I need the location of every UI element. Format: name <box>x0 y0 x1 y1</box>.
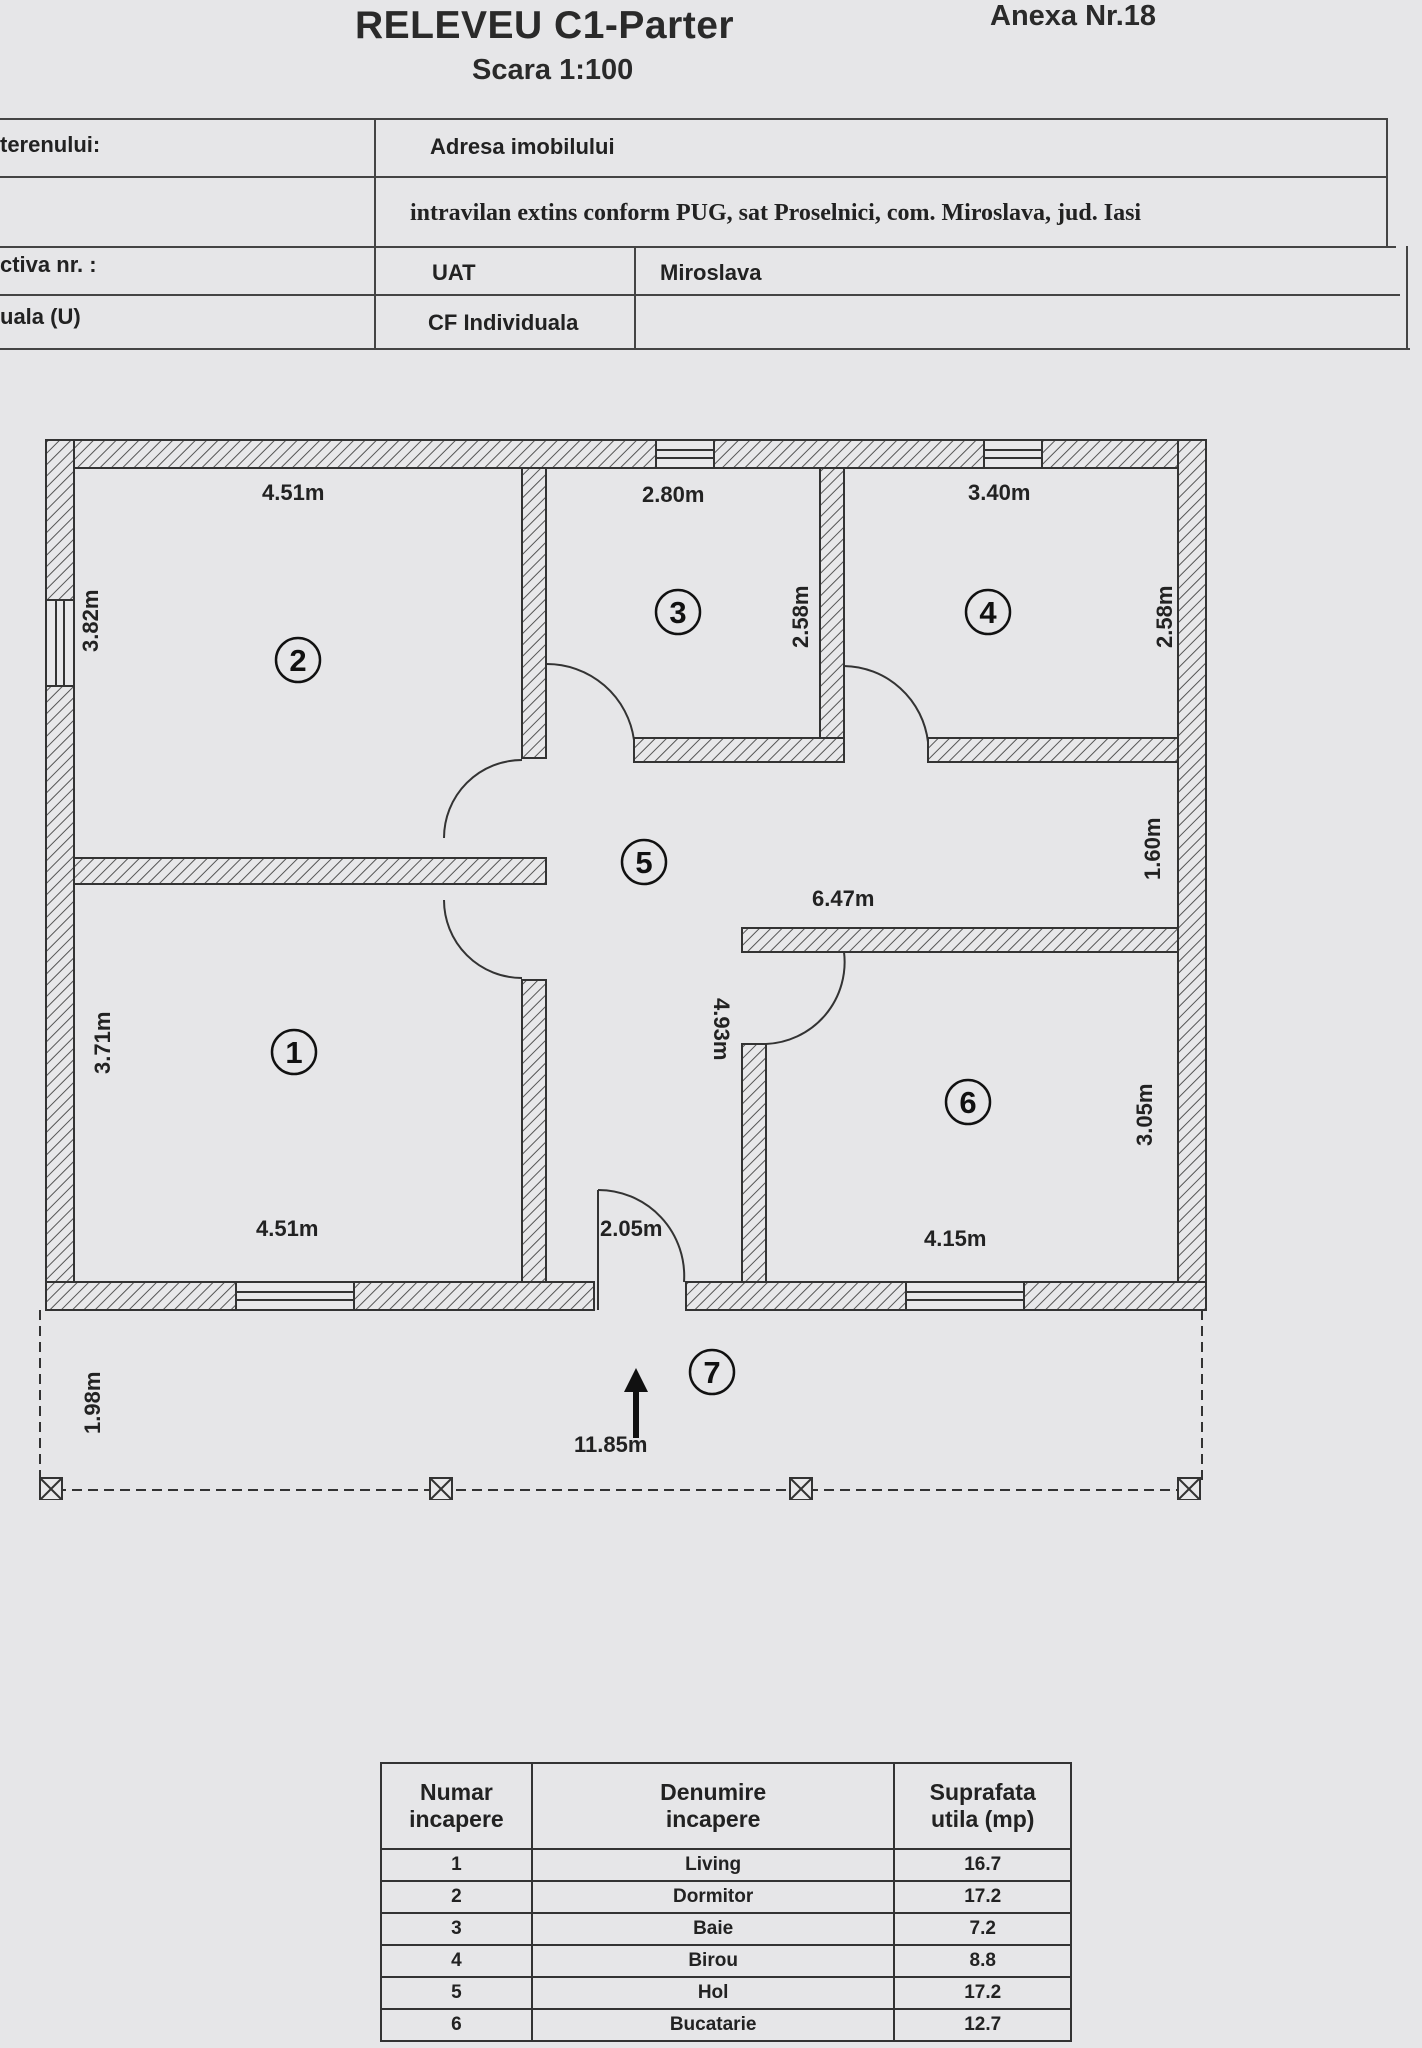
scale-label: Scara 1:100 <box>472 54 634 86</box>
dim-room3-top: 2.80m <box>642 482 704 507</box>
uat-label: UAT <box>432 260 476 285</box>
dim-terrace-length: 11.85m <box>574 1432 647 1457</box>
room-number-cell: 5 <box>380 1976 533 2010</box>
room-name-cell: Baie <box>530 1912 896 1946</box>
outer-walls <box>45 439 1207 1311</box>
cf-label: CF Individuala <box>428 310 579 335</box>
terrace <box>39 1310 1203 1500</box>
room-number-2: 2 <box>289 643 306 678</box>
room-area-cell: 12.7 <box>893 2008 1072 2042</box>
dim-room1-side: 3.71m <box>90 1012 115 1074</box>
room-name-cell: Dormitor <box>530 1880 896 1914</box>
property-address-value: intravilan extins conform PUG, sat Prose… <box>410 200 1142 226</box>
dim-room6-side: 3.05m <box>1132 1084 1157 1146</box>
room-number-cell: 3 <box>380 1912 533 1946</box>
dim-hall-length: 4.93m <box>709 998 734 1060</box>
dim-room1-bottom: 4.51m <box>256 1216 318 1241</box>
uat-value: Miroslava <box>660 260 762 285</box>
tax-lot-label: ctiva nr. : <box>0 252 97 277</box>
room-name-cell: Bucatarie <box>530 2008 896 2042</box>
unit-label: uala (U) <box>0 304 81 329</box>
room-number-cell: 1 <box>380 1848 533 1882</box>
room-area-cell: 8.8 <box>893 1944 1072 1978</box>
dim-hall-side: 1.60m <box>1140 818 1165 880</box>
room-name-cell: Living <box>530 1848 896 1882</box>
dim-room2-top: 4.51m <box>262 480 324 505</box>
annex-label: Anexa Nr.18 <box>990 0 1157 32</box>
table-row: 3 Baie 7.2 <box>380 1912 1072 1946</box>
dim-room6-bottom: 4.15m <box>924 1226 986 1251</box>
entry-arrow-icon <box>624 1368 648 1438</box>
room-number-6: 6 <box>959 1085 976 1120</box>
dim-room2-side: 3.82m <box>78 590 103 652</box>
door-swings <box>443 662 929 1310</box>
room-area-cell: 17.2 <box>893 1976 1072 2010</box>
room-name-cell: Hol <box>530 1976 896 2010</box>
dim-entry-width: 2.05m <box>600 1216 662 1241</box>
table-row: 6 Bucatarie 12.7 <box>380 2008 1072 2042</box>
windows <box>45 439 1043 1311</box>
room-area-cell: 7.2 <box>893 1912 1072 1946</box>
room-number-3: 3 <box>669 595 686 630</box>
floor-plan-drawing: 4.51m 3.82m 2.80m 2.58m 3.40m 2.58m 1.60… <box>39 439 1207 1500</box>
room-area-cell: 17.2 <box>893 1880 1072 1914</box>
dim-room3-side: 2.58m <box>788 586 813 648</box>
page-title: RELEVEU C1-Parter <box>355 4 735 47</box>
room-number-cell: 2 <box>380 1880 533 1914</box>
info-table: terenului: Adresa imobilului intravilan … <box>0 118 1410 350</box>
room-number-4: 4 <box>979 595 997 630</box>
table-row: 1 Living 16.7 <box>380 1848 1072 1882</box>
room-number-cell: 6 <box>380 2008 533 2042</box>
inner-walls <box>73 467 1179 1283</box>
room-number-cell: 4 <box>380 1944 533 1978</box>
room-number-7: 7 <box>703 1355 720 1390</box>
dim-terrace-depth: 1.98m <box>80 1372 105 1434</box>
room-number-1: 1 <box>285 1035 302 1070</box>
dim-room4-top: 3.40m <box>968 480 1030 505</box>
table-row: 2 Dormitor 17.2 <box>380 1880 1072 1914</box>
table-row: 4 Birou 8.8 <box>380 1944 1072 1978</box>
floor-plan: 4.51m 3.82m 2.80m 2.58m 3.40m 2.58m 1.60… <box>0 420 1422 1500</box>
property-address-label: Adresa imobilului <box>430 134 615 159</box>
room-area-cell: 16.7 <box>893 1848 1072 1882</box>
room-name-cell: Birou <box>530 1944 896 1978</box>
dim-room4-side: 2.58m <box>1152 586 1177 648</box>
land-label: terenului: <box>0 132 101 157</box>
dim-hall-width: 6.47m <box>812 886 874 911</box>
room-number-5: 5 <box>635 845 652 880</box>
table-row: 5 Hol 17.2 <box>380 1976 1072 2010</box>
